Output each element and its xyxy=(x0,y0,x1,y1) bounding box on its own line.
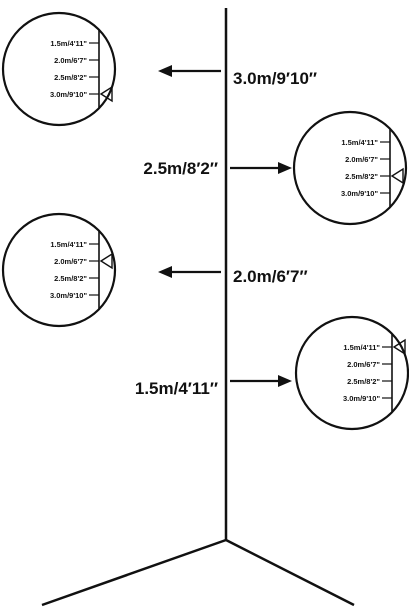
floor-left-line xyxy=(41,538,227,607)
height-label: 3.0m/9′10″ xyxy=(233,69,317,88)
scale-mark-label: 2.5m/8'2" xyxy=(347,377,380,386)
level-group-2: 2.0m/6′7″ 1.5m/4'11" 2.0m/6'7" 2.5m/8'2" 3.0… xyxy=(1,212,308,328)
scale-mark-label: 2.0m/6'7" xyxy=(54,56,87,65)
scale-mark-label: 1.5m/4'11" xyxy=(50,39,87,48)
indicator-triangle-icon xyxy=(99,85,113,103)
scale-mark-label: 2.0m/6'7" xyxy=(54,257,87,266)
arrow-head xyxy=(278,162,292,174)
scale-mark-label: 1.5m/4'11" xyxy=(50,240,87,249)
indicator-triangle-icon xyxy=(392,338,406,356)
scale-mark-label: 2.5m/8'2" xyxy=(54,73,87,82)
scale-mark-label: 1.5m/4'11" xyxy=(343,343,380,352)
scale-mark-label: 2.5m/8'2" xyxy=(345,172,378,181)
floor-right-line xyxy=(225,538,355,607)
scale-mark-label: 2.5m/8'2" xyxy=(54,274,87,283)
scope-circle xyxy=(1,11,117,127)
scale-mark-label: 3.0m/9'10" xyxy=(343,394,380,403)
level-group-1: 2.5m/8′2″ 1.5m/4'11" 2.0m/6'7" 2.5m/8'2" 3.0… xyxy=(143,110,408,226)
scale-mark-label: 1.5m/4'11" xyxy=(341,138,378,147)
level-group-3: 1.5m/4′11″ 1.5m/4'11" 2.0m/6'7" 2.5m/8'2" 3.… xyxy=(135,315,409,431)
scale-mark-label: 2.0m/6'7" xyxy=(347,360,380,369)
arrow-head xyxy=(278,375,292,387)
scope-circle xyxy=(1,212,117,328)
height-label: 2.0m/6′7″ xyxy=(233,267,308,286)
scale-mark-label: 3.0m/9'10" xyxy=(50,291,87,300)
indicator-triangle-icon xyxy=(99,252,113,270)
scale-mark-label: 3.0m/9'10" xyxy=(50,90,87,99)
height-label: 1.5m/4′11″ xyxy=(135,379,218,398)
scale-mark-label: 2.0m/6'7" xyxy=(345,155,378,164)
scope-circle xyxy=(294,315,409,431)
height-label: 2.5m/8′2″ xyxy=(143,159,218,178)
scale-mark-label: 3.0m/9'10" xyxy=(341,189,378,198)
level-group-0: 3.0m/9′10″ 1.5m/4'11" 2.0m/6'7" 2.5m/8'2" 3.… xyxy=(1,11,317,127)
arrow-head xyxy=(158,266,172,278)
scope-circle xyxy=(292,110,408,226)
arrow-head xyxy=(158,65,172,77)
indicator-triangle-icon xyxy=(390,167,404,185)
